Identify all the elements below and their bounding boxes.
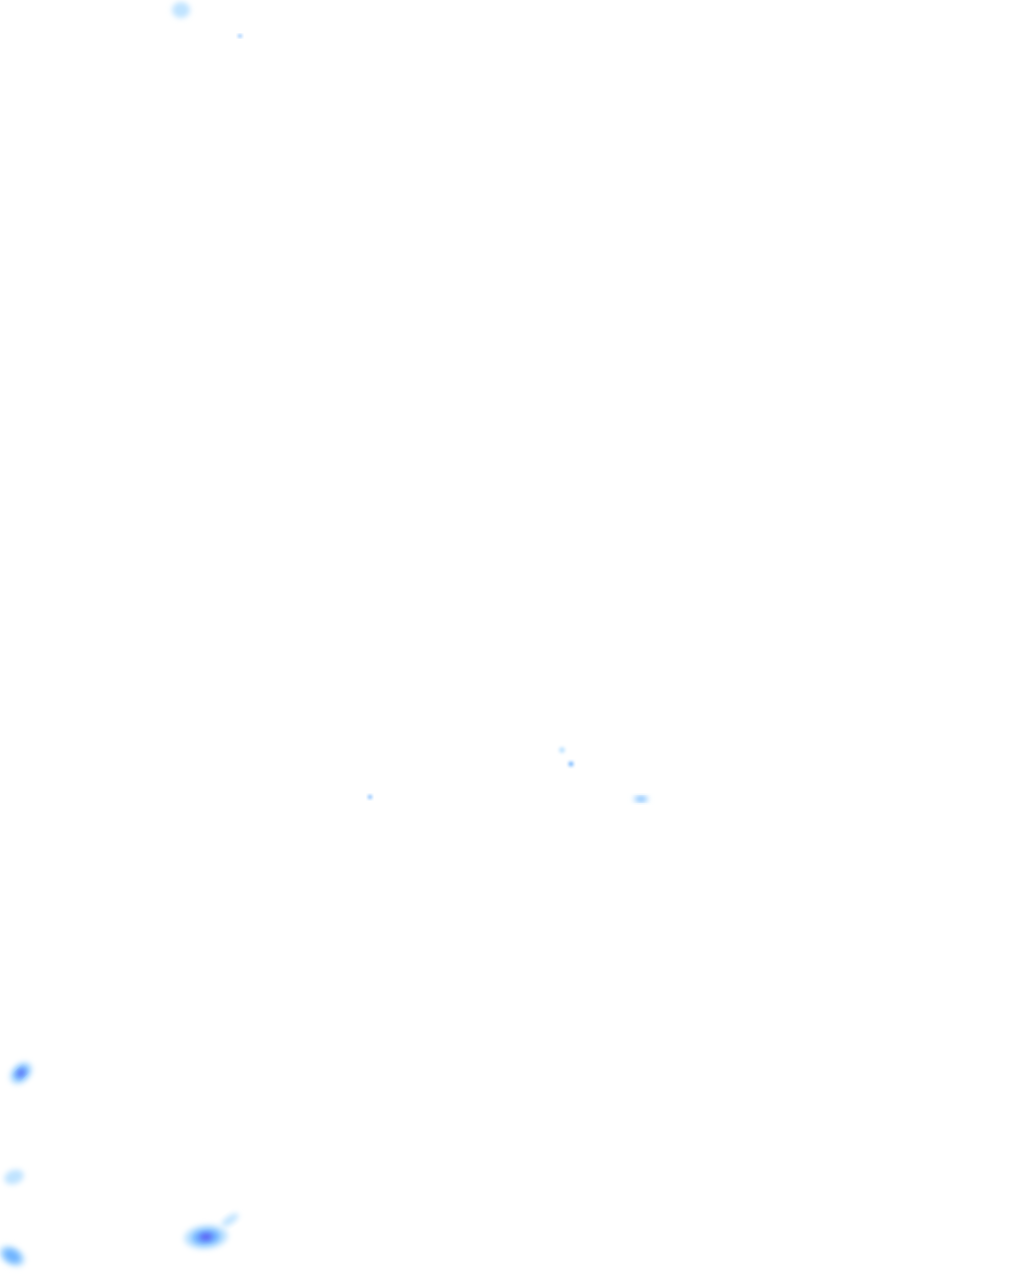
- precipitation-moderate: [368, 795, 372, 799]
- precipitation-cell: [559, 747, 565, 753]
- precipitation-cell: [9, 1061, 33, 1085]
- precipitation-light: [4, 1169, 24, 1185]
- precipitation-cell: [0, 1245, 25, 1267]
- precipitation-moderate: [568, 761, 574, 767]
- precipitation-moderate: [635, 797, 647, 801]
- precipitation-cell: [238, 34, 242, 38]
- precipitation-heavy: [199, 1233, 213, 1241]
- precipitation-light: [559, 747, 565, 753]
- precipitation-cell: [221, 1213, 239, 1227]
- precipitation-moderate: [238, 34, 242, 38]
- precipitation-light: [172, 2, 190, 18]
- precipitation-cell: [368, 795, 372, 799]
- precipitation-cell: [633, 796, 649, 802]
- precipitation-cell: [568, 761, 574, 767]
- precipitation-moderate: [3, 1249, 21, 1263]
- precipitation-cell: [172, 2, 190, 18]
- precipitation-heavy: [17, 1069, 25, 1077]
- precipitation-cell: [184, 1224, 228, 1250]
- precipitation-cell: [4, 1169, 24, 1185]
- precipitation-light: [221, 1213, 239, 1227]
